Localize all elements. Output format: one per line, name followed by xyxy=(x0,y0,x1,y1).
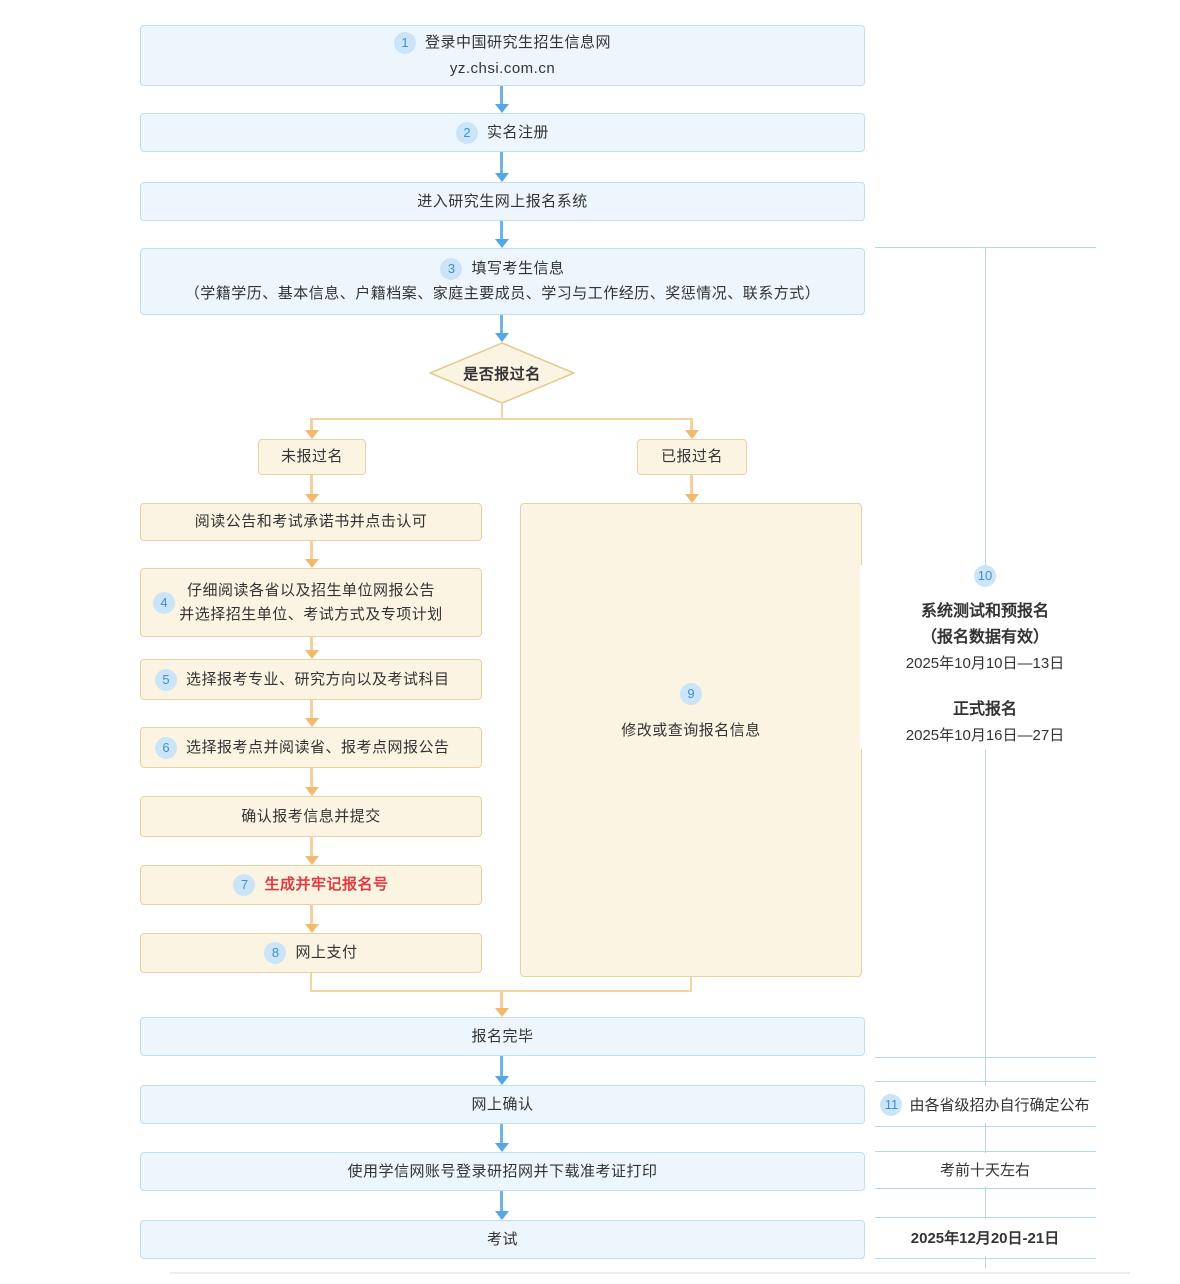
step-online-confirm-box: 网上确认 xyxy=(140,1085,865,1124)
official-registration-title: 正式报名 xyxy=(952,701,1017,718)
step-fill-info-box: 3 填写考生信息 （学籍学历、基本信息、户籍档案、家庭主要成员、学习与工作经历、… xyxy=(140,248,865,315)
step-online-confirm-label: 网上确认 xyxy=(471,1095,534,1113)
arrow-down-icon xyxy=(500,221,503,239)
step-confirm-submit-label: 确认报考信息并提交 xyxy=(241,807,381,825)
step-online-payment-box: 8 网上支付 xyxy=(140,933,482,973)
timeline-rule xyxy=(875,1217,1096,1218)
connector-line xyxy=(310,990,692,992)
arrow-down-icon xyxy=(310,637,313,650)
arrow-down-icon xyxy=(310,768,313,787)
branch-registered-box: 已报过名 xyxy=(637,439,747,475)
step-number-badge: 3 xyxy=(440,258,463,280)
step-read-bulletin-box: 4 仔细阅读各省以及招生单位网报公告 并选择招生单位、考试方式及专项计划 xyxy=(140,568,482,637)
official-registration-date: 2025年10月16日—27日 xyxy=(905,727,1065,744)
step-exam-box: 考试 xyxy=(140,1220,865,1259)
decision-label: 是否报过名 xyxy=(463,365,541,383)
step-register-box: 2 实名注册 xyxy=(140,113,865,152)
step-register-label: 实名注册 xyxy=(486,123,549,141)
step-choose-major-box: 5 选择报考专业、研究方向以及考试科目 xyxy=(140,659,482,700)
step-login-title: 登录中国研究生招生信息网 xyxy=(424,33,611,51)
arrow-down-icon xyxy=(500,315,503,333)
arrow-down-icon xyxy=(310,418,313,430)
step-online-payment-label: 网上支付 xyxy=(295,944,358,961)
arrow-down-icon xyxy=(500,992,503,1008)
arrow-down-icon xyxy=(310,541,313,559)
bottom-cutoff-line xyxy=(170,1272,1130,1274)
connector-line xyxy=(310,418,692,420)
step-confirm-submit-box: 确认报考信息并提交 xyxy=(140,796,482,837)
step-number-badge: 6 xyxy=(155,736,177,759)
step-choose-exam-site-box: 6 选择报考点并阅读省、报考点网报公告 xyxy=(140,727,482,768)
timeline-rule xyxy=(875,1258,1096,1259)
step-number-badge: 10 xyxy=(974,565,996,587)
step-modify-query-label: 修改或查询报名信息 xyxy=(621,722,761,739)
step-number-badge: 8 xyxy=(264,942,287,964)
arrow-down-icon xyxy=(500,1124,503,1143)
step-read-notice-label: 阅读公告和考试承诺书并点击认可 xyxy=(194,513,428,530)
pre-registration-note: （报名数据有效） xyxy=(920,629,1049,646)
step-number-badge: 5 xyxy=(155,668,177,691)
branch-registered-label: 已报过名 xyxy=(660,448,723,465)
timeline-rule xyxy=(875,1057,1096,1058)
timeline-rule xyxy=(875,1126,1096,1127)
step-fill-info-title: 填写考生信息 xyxy=(471,260,565,277)
arrow-down-icon xyxy=(690,418,693,430)
step-registration-complete-label: 报名完毕 xyxy=(471,1027,534,1045)
step-number-badge: 7 xyxy=(233,874,256,896)
step-registration-complete-box: 报名完毕 xyxy=(140,1017,865,1056)
decision-diamond: 是否报过名 xyxy=(428,342,576,404)
timeline-rule xyxy=(875,1081,1096,1082)
step-choose-major-label: 选择报考专业、研究方向以及考试科目 xyxy=(186,670,450,688)
step-read-bulletin-line2: 并选择招生单位、考试方式及专项计划 xyxy=(179,605,443,623)
arrow-down-icon xyxy=(500,86,503,104)
arrow-down-icon xyxy=(690,475,693,494)
step-enter-system-box: 进入研究生网上报名系统 xyxy=(140,182,865,221)
arrow-down-icon xyxy=(500,1056,503,1076)
branch-not-registered-label: 未报过名 xyxy=(280,448,343,465)
timeline-vertical-rule xyxy=(985,247,986,1268)
timeline-rule xyxy=(875,1151,1096,1152)
step-read-bulletin-line1: 仔细阅读各省以及招生单位网报公告 xyxy=(186,581,435,599)
step-choose-exam-site-label: 选择报考点并阅读省、报考点网报公告 xyxy=(186,738,450,756)
step-number-badge: 9 xyxy=(679,683,702,705)
step-enter-system-label: 进入研究生网上报名系统 xyxy=(417,192,588,210)
arrow-down-icon xyxy=(310,700,313,718)
connector-line xyxy=(501,404,503,419)
step-login-title-row: 1 登录中国研究生招生信息网 xyxy=(393,31,611,55)
step-login-box: 1 登录中国研究生招生信息网 yz.chsi.com.cn xyxy=(140,25,865,86)
timeline-print-note: 考前十天左右 xyxy=(890,1153,1080,1186)
arrow-down-icon xyxy=(310,475,313,494)
arrow-down-icon xyxy=(310,837,313,856)
confirm-note-label: 由各省级招办自行确定公布 xyxy=(909,1097,1090,1114)
connector-line xyxy=(690,977,692,992)
step-fill-info-detail: （学籍学历、基本信息、户籍档案、家庭主要成员、学习与工作经历、奖惩情况、联系方式… xyxy=(184,285,821,302)
timeline-confirm-note: 11 由各省级招办自行确定公布 xyxy=(868,1086,1102,1123)
step-number-badge: 1 xyxy=(393,31,416,54)
step-print-ticket-label: 使用学信网账号登录研招网并下载准考证打印 xyxy=(347,1162,658,1180)
step-modify-query-box: 9 修改或查询报名信息 xyxy=(520,503,862,977)
step-generate-number-label: 生成并牢记报名号 xyxy=(264,876,389,893)
step-generate-number-box: 7 生成并牢记报名号 xyxy=(140,865,482,905)
arrow-down-icon xyxy=(500,1191,503,1211)
timeline-rule xyxy=(875,1188,1096,1189)
arrow-down-icon xyxy=(500,152,503,173)
step-number-badge: 4 xyxy=(153,591,175,614)
step-exam-label: 考试 xyxy=(486,1230,518,1248)
diamond-shape-icon xyxy=(428,342,576,404)
step-print-ticket-box: 使用学信网账号登录研招网并下载准考证打印 xyxy=(140,1152,865,1191)
step-number-badge: 11 xyxy=(880,1093,903,1116)
step-login-url: yz.chsi.com.cn xyxy=(449,59,556,77)
exam-date-label: 2025年12月20日-21日 xyxy=(910,1230,1060,1247)
pre-registration-date: 2025年10月10日—13日 xyxy=(905,655,1065,672)
arrow-down-icon xyxy=(310,905,313,924)
print-note-label: 考前十天左右 xyxy=(939,1162,1030,1179)
connector-line xyxy=(310,973,312,992)
pre-registration-title: 系统测试和预报名 xyxy=(920,603,1049,620)
timeline-exam-date: 2025年12月20日-21日 xyxy=(880,1219,1090,1256)
timeline-schedule-note: 10 系统测试和预报名 （报名数据有效） 2025年10月10日—13日 正式报… xyxy=(860,565,1110,749)
branch-not-registered-box: 未报过名 xyxy=(258,439,366,475)
step-read-notice-box: 阅读公告和考试承诺书并点击认可 xyxy=(140,503,482,541)
step-number-badge: 2 xyxy=(455,121,478,144)
